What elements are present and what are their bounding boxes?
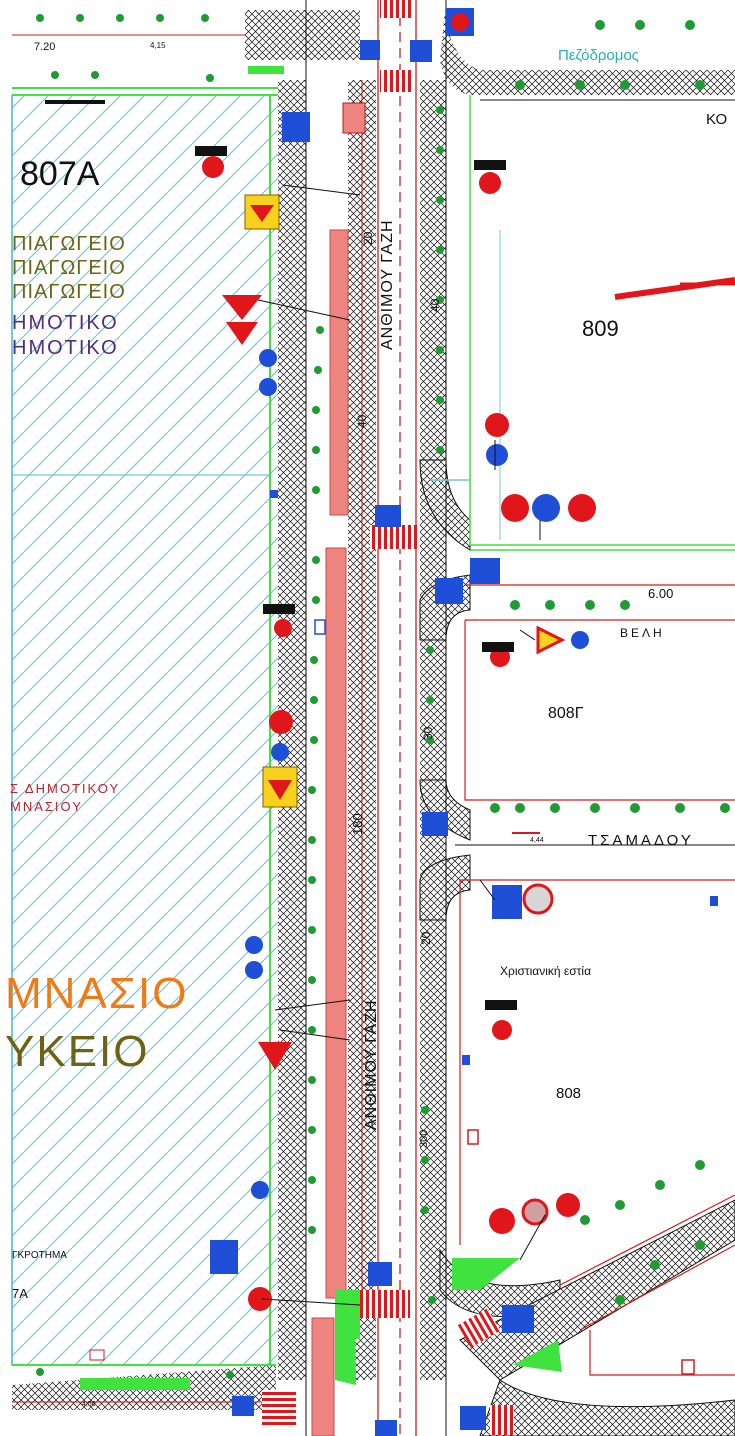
block-807a-label: 807A: [20, 155, 100, 193]
dimension-300: 300: [418, 1129, 430, 1148]
school-area: [12, 95, 290, 1365]
block-808g-label: 808Γ: [548, 705, 584, 722]
block-7a-label: 7Α: [12, 1286, 28, 1301]
dimension-20-top: 20: [361, 231, 375, 245]
dimension-720: 7.20: [34, 41, 56, 53]
dimension-456: 4,56: [82, 1401, 96, 1408]
dimension-40-a: 40: [428, 298, 442, 312]
block-809-label: 809: [582, 316, 619, 341]
bike-lane-2: [325, 547, 347, 1299]
street-tsamadou: ΤΣΑΜΑΔΟΥ: [588, 832, 694, 849]
gymnasio-label: ΜΝΑΣΙΟ: [5, 969, 189, 1018]
school-label-4: ΗΜΟΤΙΚΟ: [12, 312, 119, 334]
school-label-2: ΠΙΑΓΩΓΕΙΟ: [12, 257, 126, 279]
dimension-20-bottom: 20: [419, 931, 433, 945]
dimension-444: 4,44: [530, 837, 544, 844]
lykeio-label: ΥΚΕΙΟ: [5, 1027, 150, 1076]
bike-lane-1: [329, 229, 349, 516]
gymnasiou-label: ΜΝΑΣΙΟΥ: [10, 799, 83, 814]
street-anthimou-gazi-top: ΑΝΘΙΜΟΥ ΓΑΖΗ: [379, 219, 396, 350]
block-808-label: 808: [556, 1085, 582, 1102]
sygkrotima-label: ΓΚΡΟΤΗΜΑ: [12, 1250, 67, 1261]
ko-label: ΚΟ: [706, 111, 728, 128]
dimension-415: 4,15: [150, 41, 166, 50]
school-label-5: ΗΜΟΤΙΚΟ: [12, 337, 119, 359]
christianiki-estia-label: Χριστιανική εστία: [500, 964, 592, 978]
dimension-40-b: 40: [355, 414, 369, 428]
school-label-3: ΠΙΑΓΩΓΕΙΟ: [12, 281, 126, 303]
dimension-600: 6.00: [648, 586, 674, 601]
dimension-180: 180: [350, 813, 365, 835]
street-anthimou-gazi-bottom: ΑΝΘΙΜΟΥ ΓΑΖΗ: [363, 999, 380, 1130]
school-label-1: ΠΙΑΓΩΓΕΙΟ: [12, 233, 126, 255]
dimotikou-label: Σ ΔΗΜΟΤΙΚΟΥ: [10, 781, 121, 796]
street-veli: ΒΕΛΗ: [620, 626, 665, 640]
dimension-30: 30: [421, 726, 435, 740]
traffic-signs: [195, 8, 718, 1436]
trees: [36, 14, 730, 1379]
pedestrian-street-label: Πεζόδρομος: [558, 47, 639, 64]
bike-lane-3: [311, 1317, 335, 1436]
